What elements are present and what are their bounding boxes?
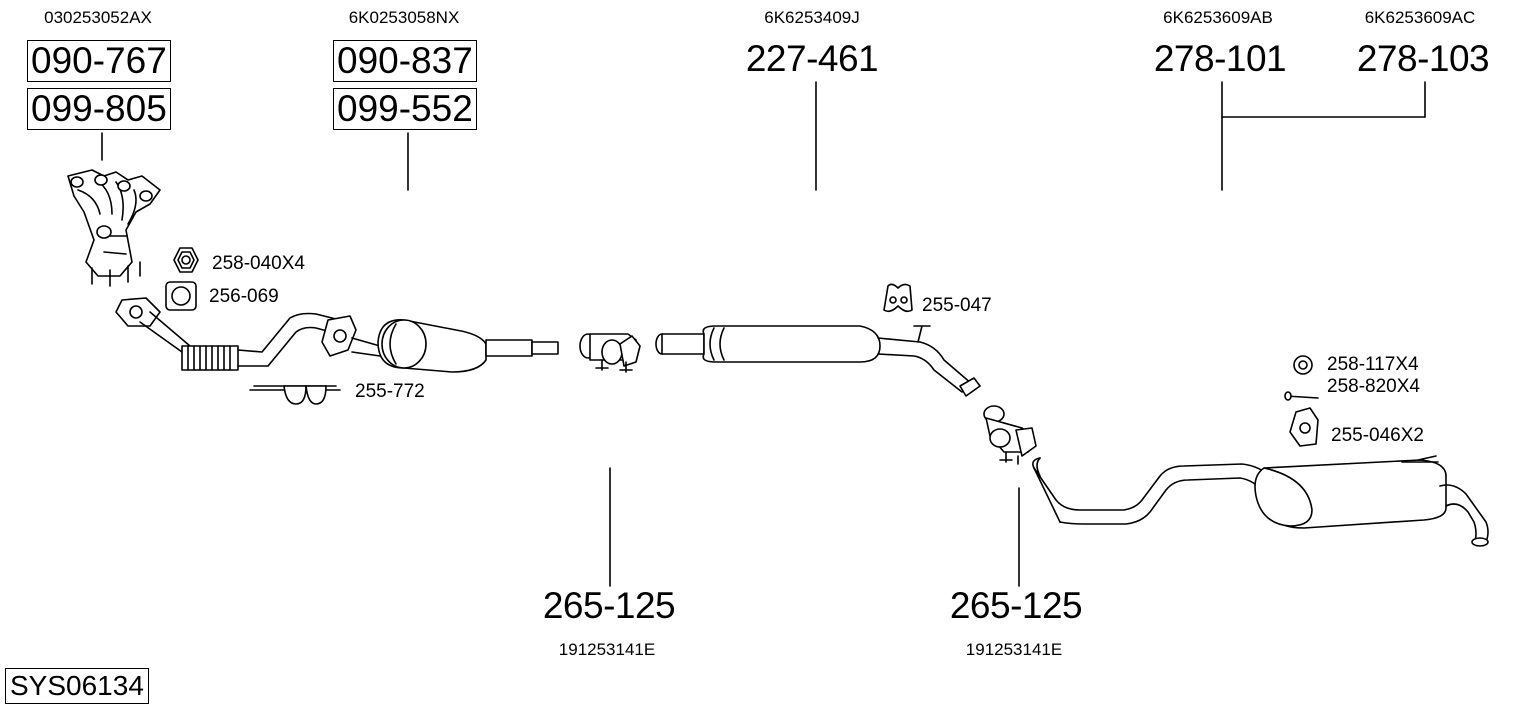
label-bolt[interactable]: 258-820X4 (1327, 376, 1420, 397)
label-nut[interactable]: 258-040X4 (212, 253, 305, 274)
pipe-clamp-left (579, 333, 641, 373)
oe-number-center-muffler: 6K6253409J (764, 8, 860, 27)
oe-number-rear-muffler-ab: 6K6253609AB (1163, 8, 1273, 27)
pipe-clamp-right (983, 405, 1037, 465)
label-hanger-rear[interactable]: 255-046X2 (1331, 425, 1424, 446)
part-box-090-837[interactable]: 090-837 (333, 40, 477, 82)
part-number-265-125-right[interactable]: 265-125 (949, 585, 1083, 626)
part-number-278-101[interactable]: 278-101 (1153, 38, 1287, 79)
oe-number-clamp-left: 191253141E (558, 640, 656, 659)
leader-lines (101, 81, 1426, 587)
front-pipe (115, 297, 357, 371)
oe-number-manifold: 030253052AX (44, 8, 152, 27)
hanger-rubber-icon (249, 385, 341, 405)
nut-icon (173, 247, 199, 273)
gasket-icon (165, 281, 197, 311)
oe-number-rear-muffler-ac: 6K6253609AC (1364, 8, 1476, 27)
center-muffler (655, 325, 981, 397)
oe-number-clamp-right: 191253141E (965, 640, 1063, 659)
rear-muffler (1032, 455, 1489, 547)
catalytic-converter (351, 319, 559, 373)
oe-number-catalyst: 6K0253058NX (348, 8, 460, 27)
exhaust-manifold (67, 169, 161, 287)
part-number-227-461[interactable]: 227-461 (745, 38, 879, 79)
bolt-icon (1284, 391, 1319, 401)
label-gasket[interactable]: 256-069 (209, 286, 279, 307)
hanger-rear-icon (1289, 407, 1319, 447)
ring-icon (1293, 355, 1313, 375)
hanger-mid-icon (883, 283, 913, 313)
part-number-265-125-left[interactable]: 265-125 (542, 585, 676, 626)
part-box-090-767[interactable]: 090-767 (27, 40, 171, 82)
label-hanger-mid[interactable]: 255-047 (922, 295, 992, 316)
part-box-099-552[interactable]: 099-552 (333, 88, 477, 130)
label-ring[interactable]: 258-117X4 (1327, 354, 1419, 375)
system-id-box: SYS06134 (5, 668, 149, 704)
part-box-099-805[interactable]: 099-805 (27, 88, 171, 130)
label-hanger-rubber[interactable]: 255-772 (355, 381, 425, 402)
part-number-278-103[interactable]: 278-103 (1356, 38, 1490, 79)
